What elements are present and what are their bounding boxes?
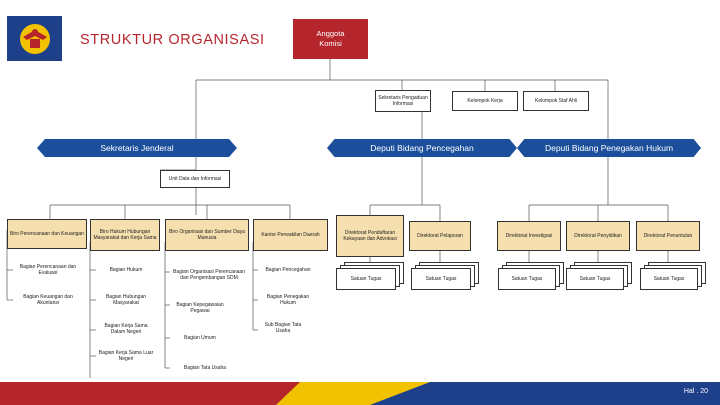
footer-red-stripe: [0, 382, 300, 405]
commission-label: Anggota Komisi: [316, 28, 345, 48]
prevention-task-label-1: Satuan Tugas: [336, 268, 396, 290]
commission-box: Anggota Komisi: [293, 19, 368, 59]
dir-penuntutan-box: Direktorat Penuntutan: [636, 221, 700, 251]
data-info-unit: Unit Data dan Informasi: [160, 170, 230, 188]
biro-hukum-box: Biro Hukum Hubungan Masyarakat dan Kerja…: [90, 219, 160, 251]
dir-penyidikan-box: Direktorat Penyidikan: [566, 221, 630, 251]
enforcement-task-label-2: Satuan Tugas: [566, 268, 624, 290]
sub-bagian-tata-usaha-label: Sub Bagian Tata Usaha: [264, 321, 302, 334]
working-groups-unit: Kelompok Kerja: [452, 91, 518, 111]
bagian-penegakan-label: Bagian Penegakan Hukum: [266, 293, 310, 306]
bagian-organisasi-label: Bagian Organisasi Perencanaan dan Pengem…: [173, 268, 245, 281]
enforcement-task-stack-3: Satuan Tugas: [640, 262, 710, 292]
bagian-kerjasama-dalam-label: Bagian Kerja Sama Dalam Negeri: [104, 322, 148, 335]
bagian-keuangan-label: Bagian Keuangan dan Akuntansi: [23, 293, 73, 306]
biro-organisasi-box: Biro Organisasi dan Sumber Daya Manusia: [165, 219, 249, 251]
enforcement-task-label-1: Satuan Tugas: [498, 268, 556, 290]
secretariat-bar: Sekretaris Jenderal: [37, 139, 237, 157]
enforcement-bar: Deputi Bidang Penegakan Hukum: [517, 139, 701, 157]
prevention-task-stack-1: Satuan Tugas: [336, 262, 406, 292]
expert-staff-unit: Kelompok Staf Ahli: [523, 91, 589, 111]
bagian-hukum-label: Bagian Hukum: [109, 266, 143, 273]
bagian-pencegahan-label: Bagian Pencegahan: [265, 266, 311, 273]
bagian-kepegawaian-label: Bagian Kepegawaian Pegawai: [176, 301, 224, 314]
bagian-tata-usaha-label: Bagian Tata Usaha: [183, 364, 227, 371]
public-info-unit: Sekretaris Pengaduan Informasi: [375, 90, 431, 112]
garuda-emblem-icon: [19, 23, 50, 54]
prevention-task-stack-2: Satuan Tugas: [411, 262, 481, 292]
prevention-task-label-2: Satuan Tugas: [411, 268, 471, 290]
dir-pendaftaran-box: Direktorat Pendaftaran Kekayaan dan Advo…: [336, 215, 404, 257]
footer-band: Hal . 20: [0, 382, 720, 405]
kantor-daerah-box: Kantor Perwakilan Daerah: [253, 219, 328, 251]
page-title: STRUKTUR ORGANISASI: [80, 32, 265, 48]
dir-pelaporan-box: Direktorat Pelaporan: [409, 221, 471, 251]
enforcement-task-stack-1: Satuan Tugas: [498, 262, 568, 292]
bagian-umum-label: Bagian Umum: [184, 334, 216, 341]
biro-perencanaan-box: Biro Perencanaan dan Keuangan: [7, 219, 87, 249]
enforcement-task-label-3: Satuan Tugas: [640, 268, 698, 290]
prevention-bar: Deputi Bidang Pencegahan: [327, 139, 517, 157]
page-number: Hal . 20: [683, 388, 708, 395]
bagian-kerjasama-luar-label: Bagian Kerja Sama Luar Negeri: [98, 349, 154, 362]
bagian-humas-label: Bagian Hubungan Masyarakat: [105, 293, 147, 306]
emblem-logo: [7, 16, 62, 61]
enforcement-task-stack-2: Satuan Tugas: [566, 262, 636, 292]
dir-investigasi-box: Direktorat Investigasi: [497, 221, 561, 251]
bagian-perencanaan-label: Bagian Perencanaan dan Evaluasi: [19, 263, 77, 276]
